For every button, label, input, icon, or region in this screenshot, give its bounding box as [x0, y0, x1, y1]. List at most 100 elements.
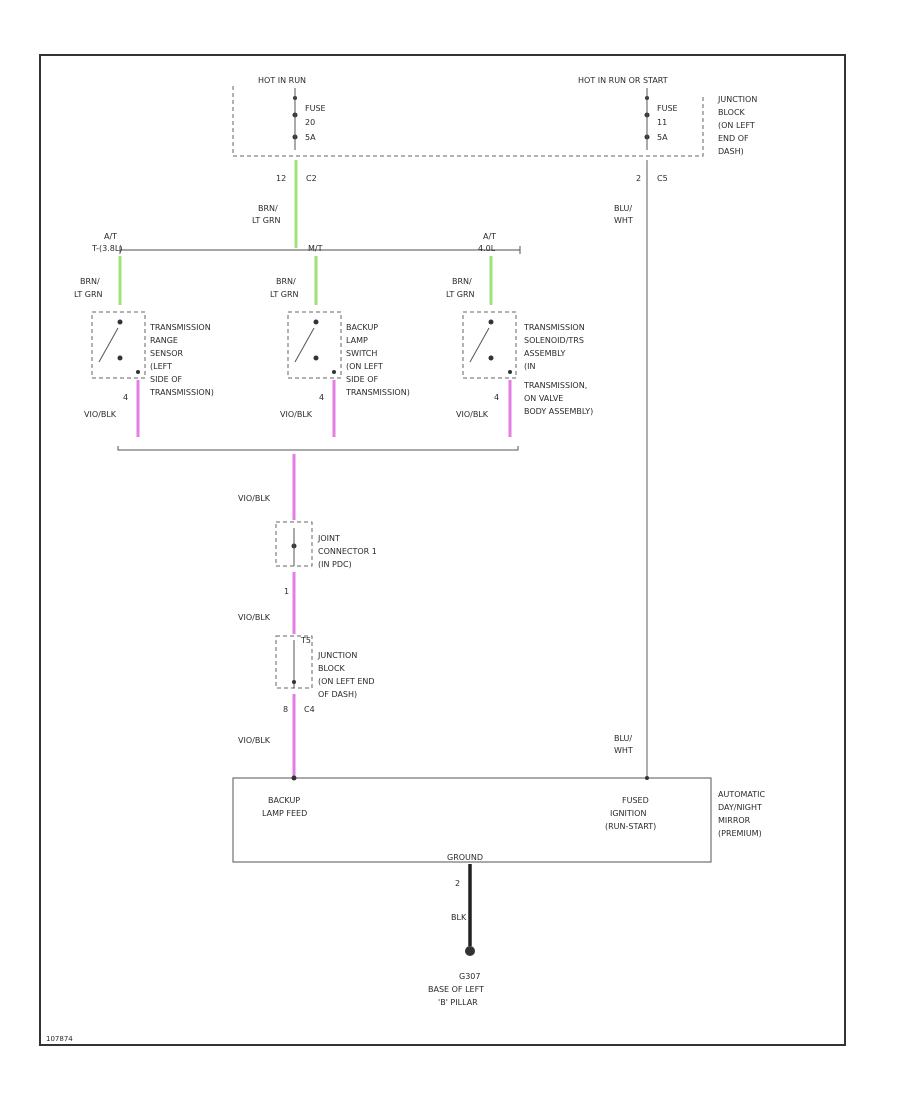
fuse11-label: FUSE	[657, 104, 678, 113]
sw1-top-contact	[117, 319, 123, 325]
diagram-frame	[39, 54, 846, 1046]
junction-connector-line1: JUNCTION	[317, 651, 357, 660]
junction-connector-c4: C4	[304, 705, 315, 714]
sw2-bottom-contact	[332, 370, 336, 374]
fuse20-number: 20	[305, 118, 315, 127]
common-vio-blk-label-1: VIO/BLK	[238, 494, 271, 503]
sw1-label-line1: TRANSMISSION	[149, 323, 211, 332]
sw3-wire-color-line1: BRN/	[452, 277, 472, 286]
sw2-wire-color-line2: LT GRN	[270, 290, 299, 299]
feed-wire-color-line1: BRN/	[258, 204, 278, 213]
blu-wht-top-line1: BLU/	[614, 204, 632, 213]
blu-wht-top-line2: WHT	[614, 216, 633, 225]
sw2-label-line5: SIDE OF	[346, 375, 378, 384]
sw1-wire-color-line1: BRN/	[80, 277, 100, 286]
right-connector-c5: C5	[657, 174, 668, 183]
sw3-label-line6: ON VALVE	[524, 394, 563, 403]
sw1-wire-color-line2: LT GRN	[74, 290, 103, 299]
ground-location-line1: G307	[459, 972, 480, 981]
fuse11-number: 11	[657, 118, 667, 127]
sw3-vio-blk-label: VIO/BLK	[456, 410, 489, 419]
sw3-pivot	[488, 355, 494, 361]
sw3-outline	[462, 311, 517, 379]
sw1-pin: 4	[123, 393, 128, 402]
joint-connector-line2: CONNECTOR 1	[318, 547, 377, 556]
hot-in-run-label: HOT IN RUN	[258, 76, 306, 85]
sw2-label-line4: (ON LEFT	[346, 362, 383, 371]
fused-ignition-line2: IGNITION	[610, 809, 646, 818]
sw2-top-contact	[313, 319, 319, 325]
junction-block-line4: END OF	[718, 134, 749, 143]
joint-connector-line3: (IN PDC)	[318, 560, 352, 569]
backup-lamp-feed-line2: LAMP FEED	[262, 809, 307, 818]
sw2-wire-color-line1: BRN/	[276, 277, 296, 286]
sw1-bottom-contact	[136, 370, 140, 374]
ground-wire-color: BLK	[451, 913, 467, 922]
blu-wht-bottom-line1: BLU/	[614, 734, 632, 743]
sw3-label-line4: (IN	[524, 362, 535, 371]
junction-block-line5: DASH)	[718, 147, 744, 156]
sw2-label-line6: TRANSMISSION)	[345, 388, 410, 397]
joint-connector-pin: 1	[284, 587, 289, 596]
right-pin-number: 2	[636, 174, 641, 183]
at-left-label-line2: T-(3.8L)	[91, 244, 122, 253]
sw3-blade	[469, 327, 490, 363]
junction-connector-line3: (ON LEFT END	[318, 677, 375, 686]
fuse11-rating: 5A	[657, 133, 668, 142]
ground-pin: 2	[455, 879, 460, 888]
switch-output-bracket	[117, 446, 519, 451]
fuse20-rating: 5A	[305, 133, 316, 142]
sw1-label-line2: RANGE	[150, 336, 178, 345]
joint-connector-line1: JOINT	[317, 534, 340, 543]
sw3-label-line7: BODY ASSEMBLY)	[524, 407, 593, 416]
sw2-pivot	[313, 355, 319, 361]
sw2-outline	[287, 311, 342, 379]
at-right-label-line2: 4.0L	[478, 244, 496, 253]
mirror-name-line2: DAY/NIGHT	[718, 803, 762, 812]
mirror-module-box	[232, 777, 712, 863]
ground-location-line3: 'B' PILLAR	[438, 998, 478, 1007]
sw1-pivot	[117, 355, 123, 361]
sw2-blade	[294, 327, 315, 363]
junction-connector-line2: BLOCK	[318, 664, 346, 673]
sw2-label-line1: BACKUP	[346, 323, 378, 332]
junction-connector-line4: OF DASH)	[318, 690, 357, 699]
sw1-blade	[98, 327, 119, 363]
junction-block-line2: BLOCK	[718, 108, 746, 117]
backup-lamp-feed-line1: BACKUP	[268, 796, 300, 805]
ground-point-icon	[465, 946, 475, 956]
common-vio-blk-label-2: VIO/BLK	[238, 613, 271, 622]
sw1-label-line4: (LEFT	[150, 362, 172, 371]
at-right-label-line1: A/T	[483, 232, 496, 241]
fused-ignition-line3: (RUN-START)	[605, 822, 656, 831]
junction-block-line3: (ON LEFT	[718, 121, 755, 130]
sw3-pin: 4	[494, 393, 499, 402]
junction-connector-top-pin: T5	[300, 636, 311, 645]
sw2-label-line3: SWITCH	[346, 349, 377, 358]
power-block-outline	[232, 86, 704, 157]
mirror-name-line4: (PREMIUM)	[718, 829, 762, 838]
sw2-label-line2: LAMP	[346, 336, 368, 345]
sw1-label-line3: SENSOR	[150, 349, 183, 358]
sw2-pin: 4	[319, 393, 324, 402]
feed-wire-color-line2: LT GRN	[252, 216, 281, 225]
sw1-vio-blk-label: VIO/BLK	[84, 410, 117, 419]
sw3-top-contact	[488, 319, 494, 325]
sw3-label-line3: ASSEMBLY	[524, 349, 565, 358]
left-pin-number: 12	[276, 174, 286, 183]
ground-location-line2: BASE OF LEFT	[428, 985, 484, 994]
junction-connector-pin: 8	[283, 705, 288, 714]
mt-label: M/T	[308, 244, 323, 253]
junction-block-line1: JUNCTION	[717, 95, 757, 104]
sw3-wire-color-line2: LT GRN	[446, 290, 475, 299]
blu-wht-bottom-line2: WHT	[614, 746, 633, 755]
sw2-vio-blk-label: VIO/BLK	[280, 410, 313, 419]
module-ignition-terminal	[645, 776, 649, 780]
left-connector-c2: C2	[306, 174, 317, 183]
sw1-label-line5: SIDE OF	[150, 375, 182, 384]
figure-id: 107874	[46, 1035, 73, 1043]
common-vio-blk-label-3: VIO/BLK	[238, 736, 271, 745]
module-backup-terminal	[291, 775, 297, 781]
sw3-label-line1: TRANSMISSION	[523, 323, 585, 332]
